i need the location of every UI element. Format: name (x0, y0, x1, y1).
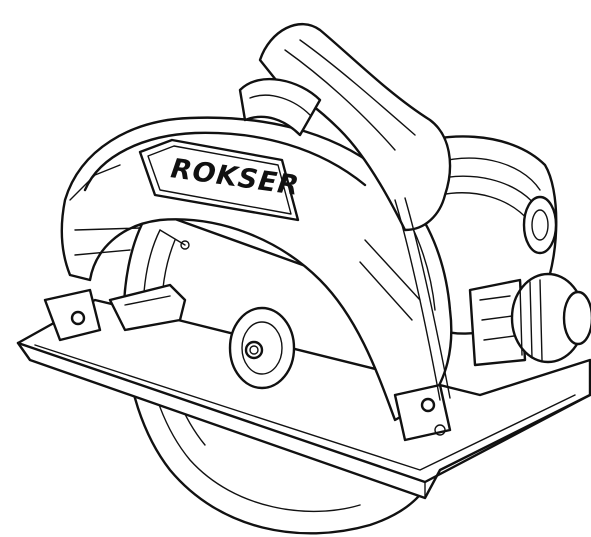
guard-lever (108, 229, 190, 332)
guard-rails (394, 197, 451, 401)
blade-hub (228, 306, 296, 390)
main-handle (238, 22, 452, 232)
adjustment-knob (468, 272, 591, 367)
logo-plate: ROKSER (138, 138, 301, 222)
front-pivot (43, 288, 452, 442)
